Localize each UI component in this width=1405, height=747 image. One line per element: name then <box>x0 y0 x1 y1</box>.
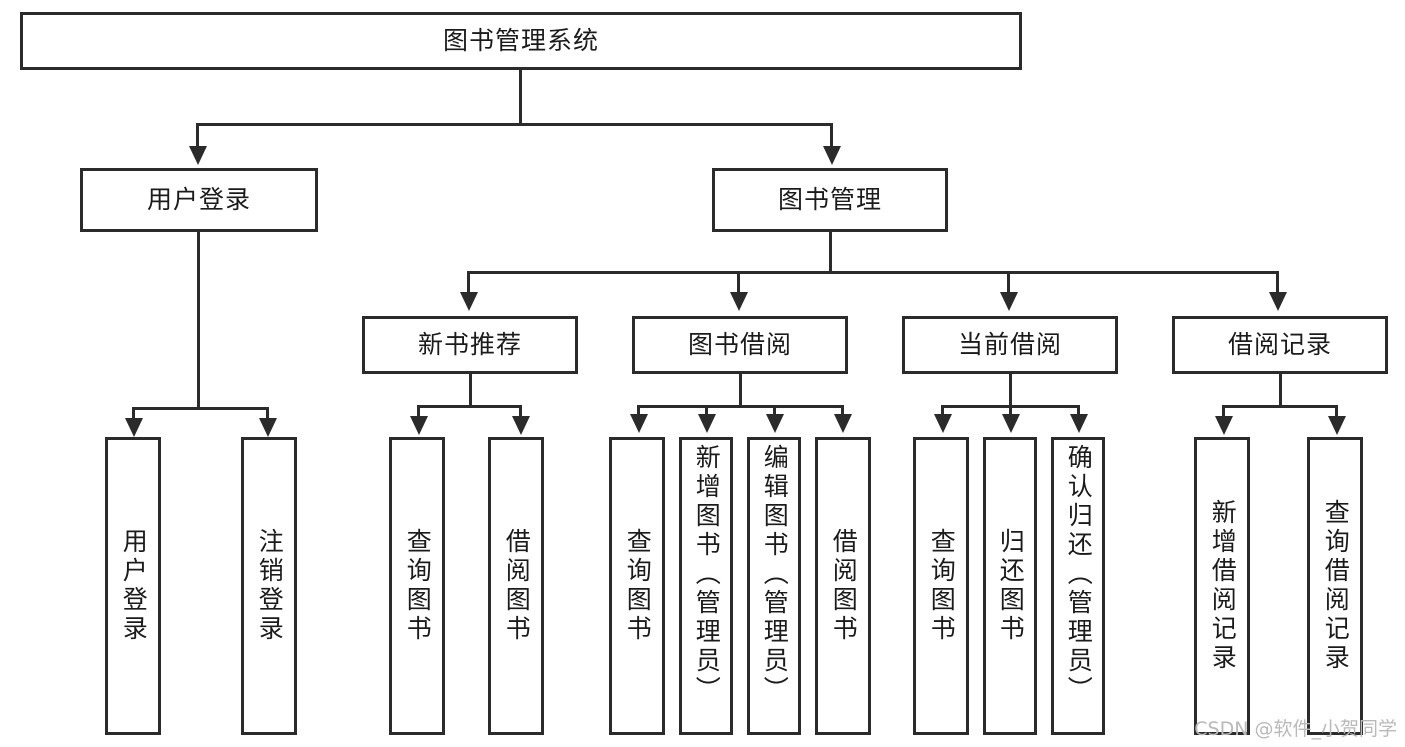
leaf-query-book-borrow[interactable]: 查询图书 <box>609 437 665 735</box>
node-label: 借阅图书 <box>829 528 859 644</box>
node-label: 用户登录 <box>119 528 149 644</box>
leaf-user-login[interactable]: 用户登录 <box>105 437 161 735</box>
connector-book-borrow-drop-2 <box>705 405 708 417</box>
connector-new-book-drop-1 <box>417 405 420 419</box>
arrow-to-book-management <box>823 146 841 165</box>
connector-user-login-bus <box>132 407 269 410</box>
arrow-to-leaf-borrow-book-a <box>512 416 530 435</box>
arrow-to-user-login <box>189 146 207 165</box>
node-borrow-record[interactable]: 借阅记录 <box>1172 316 1388 374</box>
connector-new-book-bus <box>417 405 522 408</box>
connector-level2-drop-1 <box>196 123 199 148</box>
connector-book-borrow-drop-4 <box>841 405 844 417</box>
node-label: 编辑图书（管理员） <box>760 444 790 705</box>
leaf-confirm-return-admin[interactable]: 确认归还（管理员） <box>1051 437 1105 735</box>
node-label: 查询图书 <box>403 528 433 644</box>
node-book-management[interactable]: 图书管理 <box>712 168 948 232</box>
node-label: 借阅记录 <box>1227 330 1332 360</box>
node-label: 图书借阅 <box>687 330 792 360</box>
connector-level3-drop-3 <box>1007 271 1010 294</box>
connector-new-book-stem <box>469 374 472 407</box>
arrow-to-borrow-record <box>1269 292 1287 311</box>
connector-borrow-record-drop-1 <box>1222 405 1225 419</box>
leaf-borrow-book-borrow[interactable]: 借阅图书 <box>815 437 871 735</box>
leaf-logout[interactable]: 注销登录 <box>241 437 297 735</box>
node-label: 用户登录 <box>146 185 251 215</box>
connector-new-book-drop-2 <box>519 405 522 419</box>
connector-current-borrow-drop-3 <box>1077 405 1080 417</box>
node-book-borrow[interactable]: 图书借阅 <box>632 316 848 374</box>
connector-level2-bus <box>196 123 833 126</box>
leaf-return-book[interactable]: 归还图书 <box>983 437 1037 735</box>
node-label: 图书管理系统 <box>442 26 599 56</box>
connector-current-borrow-drop-1 <box>941 405 944 417</box>
node-current-borrow[interactable]: 当前借阅 <box>902 316 1118 374</box>
leaf-add-borrow-record[interactable]: 新增借阅记录 <box>1194 437 1250 735</box>
arrow-to-leaf-edit-book <box>766 414 784 433</box>
node-label: 归还图书 <box>996 528 1026 644</box>
connector-book-borrow-drop-3 <box>773 405 776 417</box>
leaf-query-borrow-record[interactable]: 查询借阅记录 <box>1307 437 1363 735</box>
arrow-to-leaf-user-login <box>125 418 143 437</box>
node-label: 当前借阅 <box>957 330 1062 360</box>
node-label: 查询图书 <box>623 528 653 644</box>
connector-borrow-record-stem <box>1279 374 1282 407</box>
connector-borrow-record-drop-2 <box>1335 405 1338 419</box>
node-label: 借阅图书 <box>502 528 532 644</box>
connector-user-login-stem <box>197 232 200 409</box>
arrow-to-leaf-logout <box>259 418 277 437</box>
node-label: 查询图书 <box>927 528 957 644</box>
arrow-to-current-borrow <box>1000 292 1018 311</box>
connector-book-management-stem <box>829 232 832 273</box>
leaf-add-book-admin[interactable]: 新增图书（管理员） <box>679 437 733 735</box>
connector-user-login-drop-2 <box>266 407 269 421</box>
node-label: 确认归还（管理员） <box>1064 444 1094 705</box>
connector-root-stem <box>519 70 522 125</box>
arrow-to-leaf-query-book-a <box>410 416 428 435</box>
connector-level2-drop-2 <box>830 123 833 148</box>
leaf-query-book-current[interactable]: 查询图书 <box>913 437 969 735</box>
node-label: 图书管理 <box>777 185 882 215</box>
connector-level3-drop-4 <box>1276 271 1279 294</box>
connector-book-borrow-stem <box>739 374 742 407</box>
arrow-to-leaf-add-record <box>1215 416 1233 435</box>
connector-borrow-record-bus <box>1222 405 1338 408</box>
node-new-book-recommend[interactable]: 新书推荐 <box>362 316 578 374</box>
connector-user-login-drop-1 <box>132 407 135 421</box>
connector-current-borrow-stem <box>1009 374 1012 407</box>
leaf-query-book-recommend[interactable]: 查询图书 <box>389 437 445 735</box>
connector-current-borrow-drop-2 <box>1009 405 1012 417</box>
connector-level3-drop-2 <box>737 271 740 294</box>
arrow-to-leaf-return-book <box>1002 414 1020 433</box>
connector-level3-bus <box>467 271 1278 274</box>
node-label: 新增借阅记录 <box>1208 499 1238 673</box>
connector-level3-drop-1 <box>467 271 470 294</box>
arrow-to-leaf-query-book-b <box>630 414 648 433</box>
leaf-borrow-book-recommend[interactable]: 借阅图书 <box>488 437 544 735</box>
arrow-to-leaf-add-book <box>698 414 716 433</box>
arrow-to-leaf-borrow-book-b <box>834 414 852 433</box>
arrow-to-new-book-recommend <box>460 292 478 311</box>
arrow-to-leaf-confirm-return <box>1070 414 1088 433</box>
leaf-edit-book-admin[interactable]: 编辑图书（管理员） <box>747 437 801 735</box>
watermark-text: CSDN @软件_小贺同学 <box>1194 718 1397 740</box>
node-user-login[interactable]: 用户登录 <box>80 168 318 232</box>
arrow-to-leaf-query-book-c <box>934 414 952 433</box>
arrow-to-book-borrow <box>730 292 748 311</box>
node-label: 新增图书（管理员） <box>692 444 722 705</box>
node-label: 查询借阅记录 <box>1321 499 1351 673</box>
node-label: 注销登录 <box>255 528 285 644</box>
connector-book-borrow-bus <box>637 405 844 408</box>
arrow-to-leaf-query-record <box>1328 416 1346 435</box>
connector-book-borrow-drop-1 <box>637 405 640 417</box>
node-root-book-management-system[interactable]: 图书管理系统 <box>20 12 1022 70</box>
node-label: 新书推荐 <box>417 330 522 360</box>
